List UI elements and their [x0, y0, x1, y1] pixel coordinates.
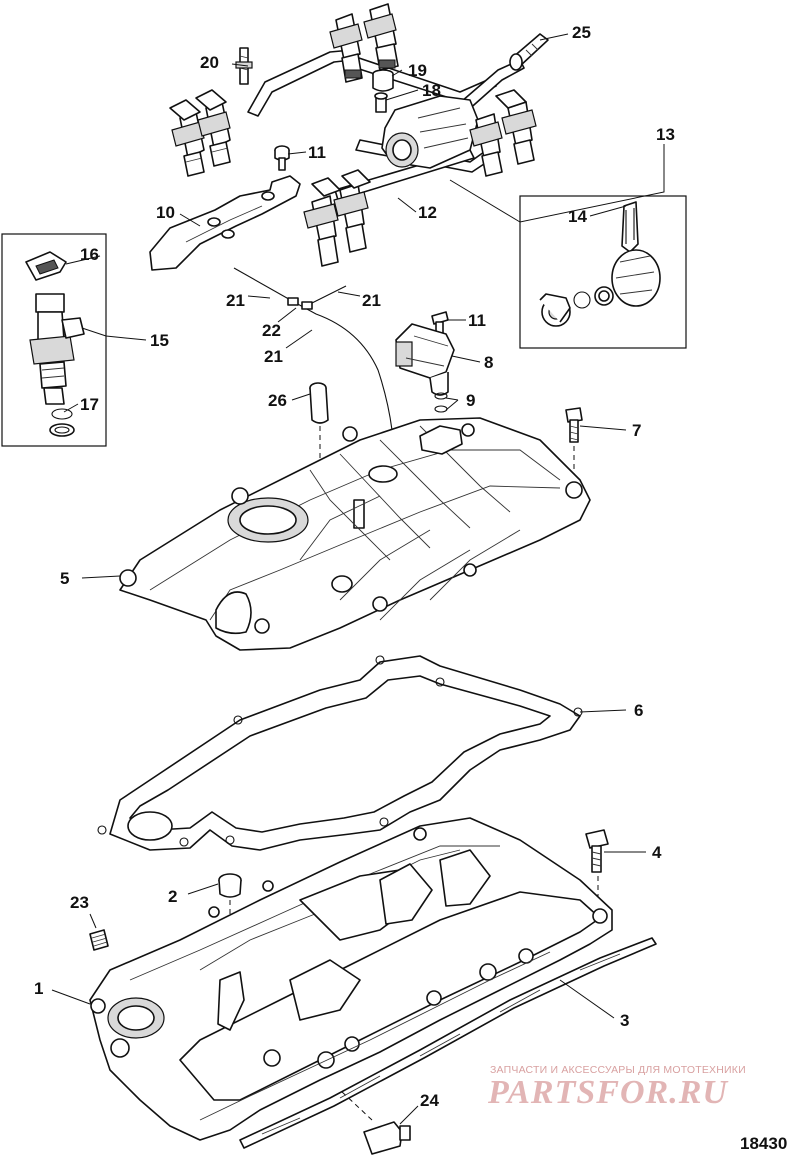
gasket-strip — [239, 937, 657, 1149]
rail-bracket — [149, 175, 301, 271]
label-4: 4 — [652, 843, 662, 862]
label-8: 8 — [484, 353, 493, 372]
label-16: 16 — [80, 245, 99, 264]
watermark-caption: ЗАПЧАСТИ И АКСЕССУАРЫ ДЛЯ МОТОТЕХНИКИ — [490, 1064, 746, 1076]
sensor-seals — [434, 392, 448, 413]
temperature-sensor — [309, 382, 329, 460]
label-21-lower: 21 — [264, 347, 283, 366]
label-24: 24 — [420, 1091, 439, 1110]
manifold-gasket — [97, 655, 583, 851]
label-10: 10 — [156, 203, 175, 222]
label-3: 3 — [620, 1011, 629, 1030]
label-11-mid: 11 — [468, 311, 486, 330]
part-number-labels: 1 2 3 4 5 6 7 8 9 10 11 11 12 13 14 15 1… — [34, 23, 675, 1110]
label-14: 14 — [568, 207, 587, 226]
bolt-upper — [274, 145, 290, 171]
bolt-4 — [585, 829, 609, 910]
label-25: 25 — [572, 23, 591, 42]
fuel-fitting — [509, 33, 549, 71]
label-21-left: 21 — [226, 291, 245, 310]
label-11-upper: 11 — [308, 143, 326, 162]
label-21-right: 21 — [362, 291, 381, 310]
label-15: 15 — [150, 331, 169, 350]
plug — [218, 873, 242, 930]
figure-number: 18430 — [740, 1134, 788, 1153]
label-23: 23 — [70, 893, 89, 912]
label-7: 7 — [632, 421, 641, 440]
intake-manifold-lower — [89, 817, 613, 1141]
injector-pair-top — [329, 3, 399, 83]
injector-pair-lower — [303, 169, 371, 267]
label-6: 6 — [634, 701, 643, 720]
label-2: 2 — [168, 887, 177, 906]
label-19: 19 — [408, 61, 427, 80]
map-sensor — [395, 323, 455, 396]
cap — [372, 69, 394, 92]
label-22: 22 — [262, 321, 281, 340]
injector-pair-left — [169, 89, 231, 177]
label-17: 17 — [80, 395, 99, 414]
schrader-valve — [374, 92, 388, 113]
label-5: 5 — [60, 569, 69, 588]
watermark-logo: PARTSFOR.RU — [488, 1074, 728, 1111]
injector-pair-right — [469, 89, 537, 177]
label-20: 20 — [200, 53, 219, 72]
knock-sensor — [339, 1089, 411, 1155]
intake-manifold-upper — [119, 417, 591, 651]
label-18: 18 — [422, 81, 441, 100]
leader-lines — [51, 33, 665, 1125]
inset-injector — [1, 233, 107, 447]
label-26: 26 — [268, 391, 287, 410]
set-screw — [89, 929, 109, 951]
fuel-rail-assembly — [169, 3, 549, 267]
label-13: 13 — [656, 125, 675, 144]
label-1: 1 — [34, 979, 43, 998]
label-12: 12 — [418, 203, 437, 222]
label-9: 9 — [466, 391, 475, 410]
wiring-harness — [233, 267, 393, 468]
inset-regulator — [519, 195, 687, 349]
